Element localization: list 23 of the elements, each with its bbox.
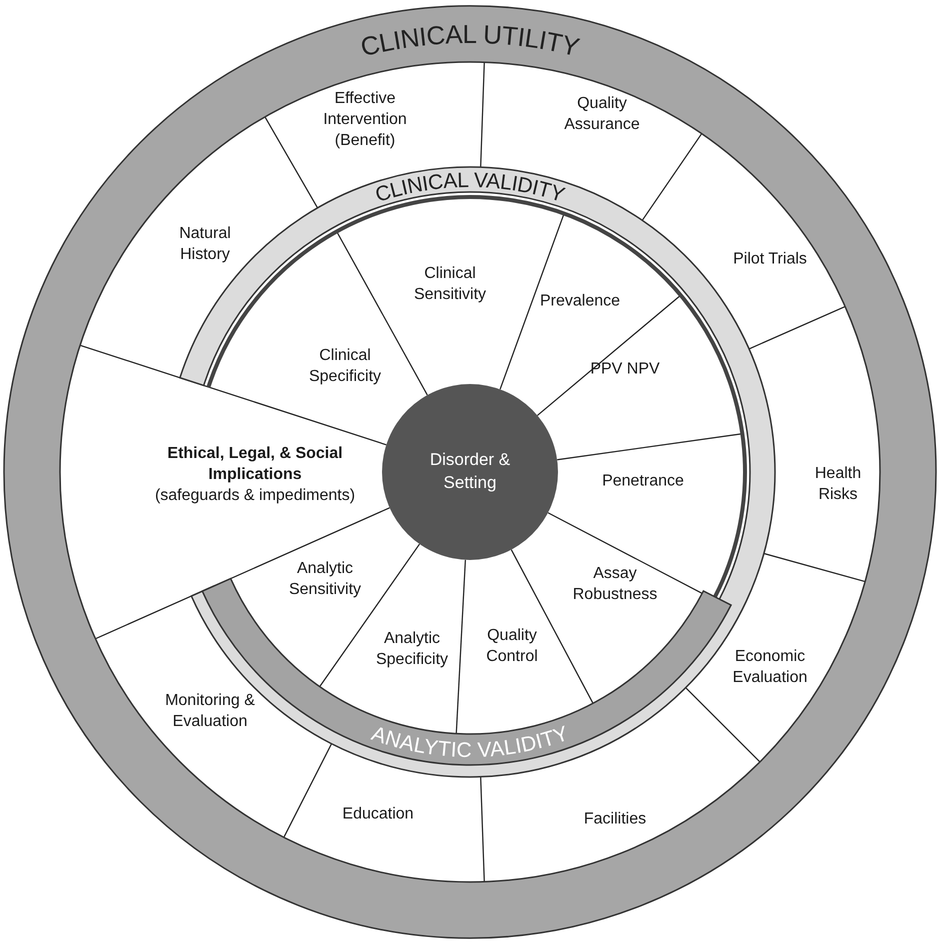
ring-title: ANALYTIC VALIDITY: [368, 722, 572, 762]
segment-label: Economic Evaluation: [720, 647, 820, 689]
segment-label: Penetrance: [593, 472, 693, 492]
segment-label: Natural History: [160, 224, 250, 266]
segment-label: Clinical Sensitivity: [400, 264, 500, 306]
center-circle: Disorder & Setting: [382, 384, 558, 560]
segment-label: PPV NPV: [590, 360, 660, 380]
segment-note: (safeguards & impediments): [154, 485, 356, 506]
segment-label: Pilot Trials: [725, 250, 815, 270]
ring-title: CLINICAL VALIDITY: [372, 168, 568, 206]
segment-label: Effective Intervention (Benefit): [300, 88, 430, 152]
ring-title: CLINICAL UTILITY: [358, 18, 582, 62]
segment-label: Health Risks: [808, 464, 868, 506]
segment-label: Prevalence: [537, 292, 623, 312]
segment-label: Education: [318, 804, 438, 826]
segment-heading: Ethical, Legal, & Social Implications: [166, 444, 344, 485]
segment-label: Quality Control: [472, 626, 552, 668]
segment-label: Quality Assurance: [542, 94, 662, 136]
segment-label: Assay Robustness: [565, 564, 665, 606]
segment-label: Analytic Sensitivity: [277, 559, 373, 601]
segment-label: Facilities: [555, 810, 675, 830]
segment-label: Monitoring & Evaluation: [150, 691, 270, 733]
segment-label: Analytic Specificity: [364, 629, 460, 671]
